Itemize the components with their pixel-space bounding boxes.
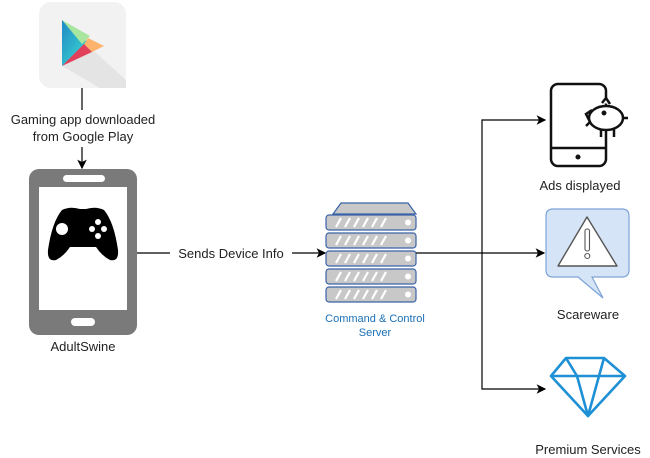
server-label-line2: Server (358, 327, 392, 339)
diamond-icon (549, 356, 627, 418)
download-label: Gaming app downloaded from Google Play (0, 111, 166, 145)
server-unit (325, 232, 417, 249)
gamepad-icon (47, 207, 119, 261)
server-label: Command & Control Server (300, 312, 450, 340)
download-label-line1: Gaming app downloaded (10, 112, 156, 127)
phone-label: AdultSwine (50, 339, 116, 354)
scareware-label: Scareware (556, 307, 620, 322)
server-unit (325, 286, 417, 303)
server-icon (325, 202, 418, 303)
phone-pig-icon (549, 82, 628, 168)
connector-server-to-premium (481, 253, 547, 394)
google-play-icon (39, 2, 126, 88)
edge-label: Sends Device Info (178, 246, 284, 261)
premium-label: Premium Services (535, 442, 641, 457)
connector-server-to-ads (481, 115, 547, 253)
phone-device-icon (29, 169, 137, 335)
download-label-line2: from Google Play (32, 129, 134, 144)
ads-label: Ads displayed (539, 178, 621, 193)
server-unit (325, 214, 417, 231)
warning-bubble-icon (545, 208, 630, 299)
server-label-line1: Command & Control (325, 313, 425, 325)
server-unit (325, 250, 417, 267)
server-unit (325, 268, 417, 285)
